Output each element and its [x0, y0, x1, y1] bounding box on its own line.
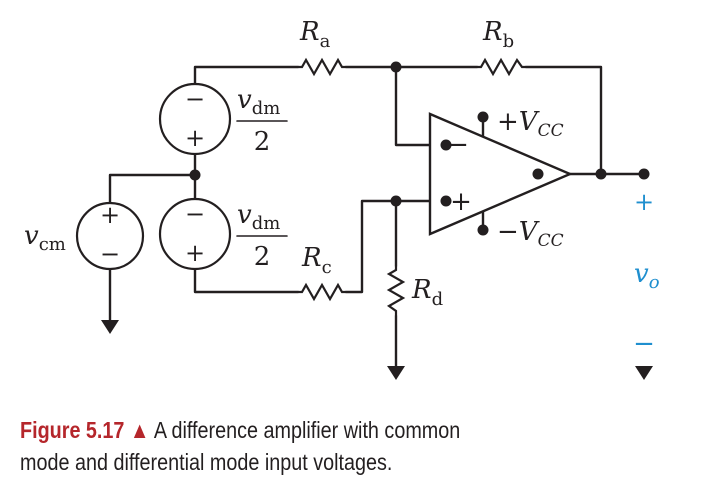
source-vdm-bottom-plus: + [185, 239, 205, 267]
op-amp [428, 112, 574, 236]
ground-arrow-vcm [101, 320, 119, 334]
difference-amplifier-circuit: − + − + − + + − Ra Rb Rc [24, 17, 660, 380]
source-vcm-plus: + [100, 201, 120, 229]
label-rd: Rd [411, 275, 443, 310]
resistor-rb [477, 57, 526, 77]
label-vcc-negative: −VCC [497, 217, 564, 251]
source-vdm-bottom-minus: − [185, 200, 205, 228]
resistor-ra [298, 57, 346, 77]
opamp-noninverting-sign: + [450, 187, 472, 217]
caption-line-2: mode and differential mode input voltage… [20, 449, 393, 475]
label-vcc-positive: +VCC [497, 107, 564, 141]
source-vcm: + − [75, 201, 145, 271]
source-vdm-top-plus: + [185, 124, 205, 152]
ground-arrow-rd [387, 366, 405, 380]
label-vo-minus: − [633, 329, 655, 359]
source-vdm-top: − + [158, 82, 232, 156]
caption-text-1: A difference amplifier with common [153, 417, 461, 443]
label-vdm-top: vdm 2 [236, 85, 288, 157]
caption-line-1: Figure 5.17 ▲ A difference amplifier wit… [20, 414, 605, 446]
junction-dots [189, 61, 650, 236]
label-vdm-top-den: 2 [254, 127, 271, 157]
svg-text:vdm: vdm [237, 85, 280, 119]
resistor-rc [298, 282, 346, 302]
figure-triangle-icon: ▲ [129, 417, 150, 443]
label-ra: Ra [299, 17, 331, 52]
label-rb: Rb [482, 17, 514, 52]
figure-number: Figure 5.17 [20, 417, 125, 443]
figure-caption: Figure 5.17 ▲ A difference amplifier wit… [20, 414, 605, 478]
label-rc: Rc [301, 243, 332, 278]
label-vo-plus: + [634, 188, 654, 216]
source-vcm-minus: − [100, 240, 120, 268]
source-vdm-bottom: − + [158, 197, 232, 271]
label-vdm-bottom-den: 2 [254, 242, 271, 272]
label-vdm-bottom: vdm 2 [236, 200, 288, 272]
resistor-rd [386, 266, 406, 316]
ground-arrow-output [635, 366, 653, 380]
label-vo: vo [634, 259, 660, 293]
svg-text:vdm: vdm [237, 200, 280, 234]
label-vcm: vcm [24, 221, 66, 255]
opamp-inverting-sign: − [447, 130, 469, 160]
source-vdm-top-minus: − [185, 85, 205, 113]
